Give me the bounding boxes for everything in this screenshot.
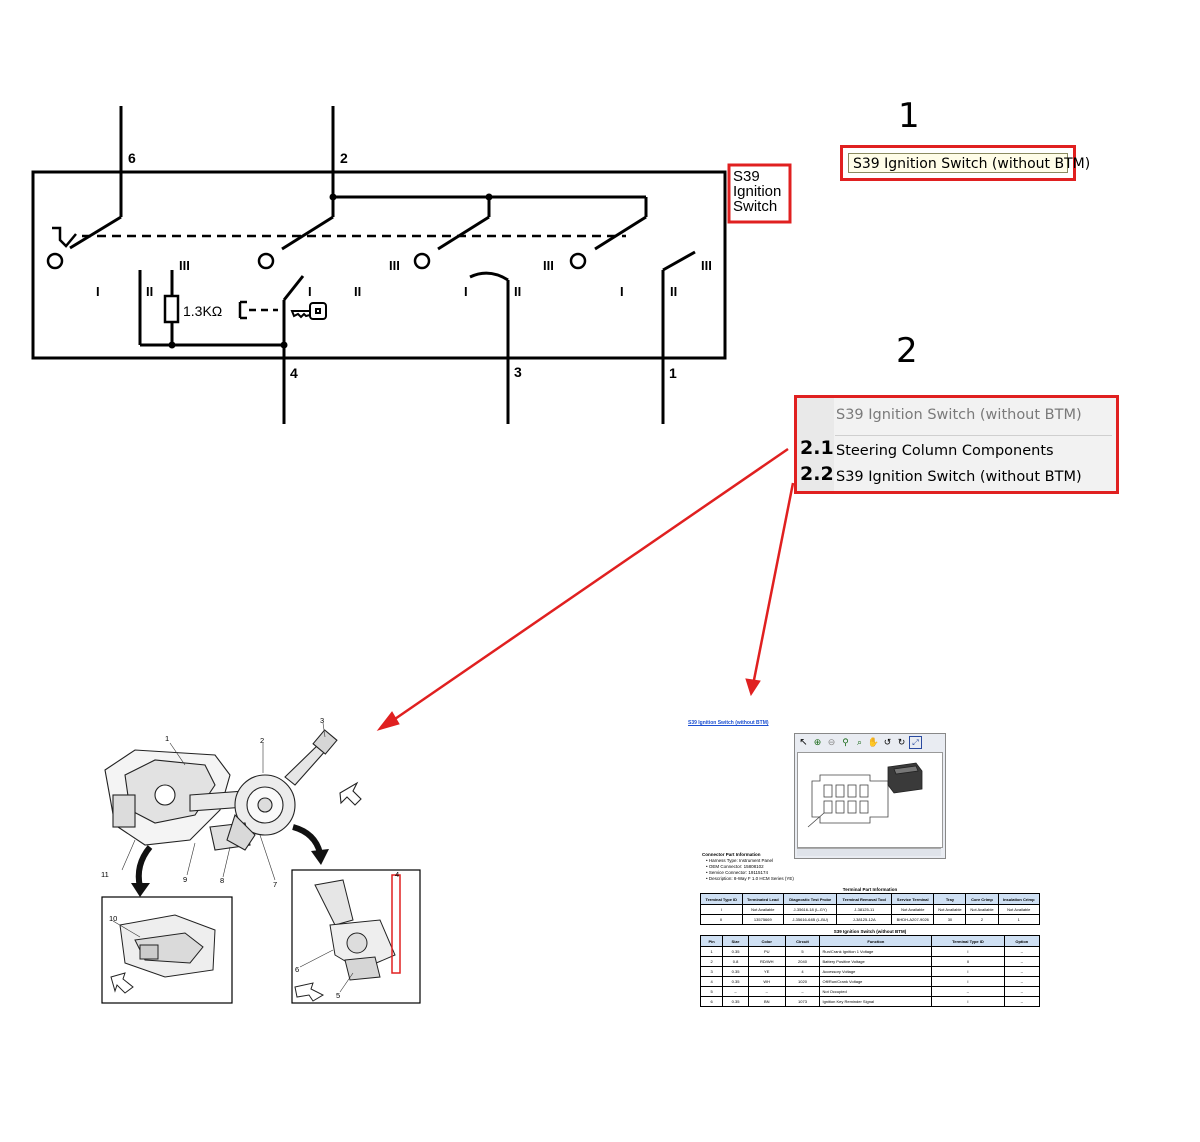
svg-text:S39: S39: [733, 168, 760, 185]
svg-text:II: II: [670, 284, 677, 299]
rotate-left-icon[interactable]: ↺: [883, 737, 892, 747]
svg-text:I: I: [620, 284, 624, 299]
switch-body-outline: [31, 170, 727, 360]
context-menu-header: S39 Ignition Switch (without BTM): [836, 407, 1082, 423]
document-title-link[interactable]: S39 Ignition Switch (without BTM): [688, 720, 769, 726]
svg-text:III: III: [389, 258, 400, 273]
connector-image: [797, 752, 943, 848]
zoom-out-icon[interactable]: ⊖: [827, 737, 836, 747]
connector-document: S39 Ignition Switch (without BTM) ↖ ⊕ ⊖ …: [686, 716, 1056, 1026]
connector-viewer: ↖ ⊕ ⊖ ⚲ ⌕ ✋ ↺ ↻ ⤢: [794, 733, 946, 859]
position-mark-II: II: [146, 284, 153, 299]
viewer-scrollbar[interactable]: [797, 848, 941, 856]
zoom-area-icon[interactable]: ⌕: [856, 737, 863, 747]
terminal-part-table: Terminal Part Information Terminal Type …: [700, 887, 1040, 925]
part-info-title: Connector Part Information: [702, 852, 761, 857]
resistor-symbol: [163, 294, 180, 324]
pin-label-6: 6: [128, 150, 136, 166]
part-info-item: • Description: 8-Way F 1.0 HCM Series (Y…: [706, 876, 794, 881]
menu-separator: [835, 435, 1112, 436]
step-number-1: 1: [898, 96, 920, 136]
table-row: 5–––Not Occupied––: [699, 986, 1041, 997]
part-info-list: • Harness Type: Instrument Panel • OEM C…: [706, 858, 794, 882]
callout-2: 2: [260, 736, 264, 745]
callout-11: 11: [101, 870, 109, 879]
table-row: II 13575669 J-35616-64B (L-BU) J-38125-1…: [700, 914, 1040, 925]
callout-8: 8: [220, 876, 224, 885]
svg-text:I: I: [308, 284, 312, 299]
pin-label-3: 3: [514, 364, 522, 380]
table-header-row: Pin Size Color Circuit Function Terminal…: [699, 935, 1041, 947]
pin-label-2: 2: [340, 150, 348, 166]
callout-4: 4: [395, 870, 399, 879]
key-icon: [290, 302, 327, 320]
pin-table-title: S39 Ignition Switch (without BTM): [833, 929, 907, 934]
steering-column-illustration: 1 2 3 4 5 6 7 8 9 10 11: [101, 716, 421, 1004]
position-mark-III: III: [179, 258, 190, 273]
component-label-highlight: [727, 163, 792, 224]
fullscreen-icon[interactable]: ⤢: [909, 736, 922, 749]
context-menu: S39 Ignition Switch (without BTM) 2.1 St…: [794, 395, 1119, 494]
part-info-item: • Harness Type: Instrument Panel: [706, 858, 774, 863]
rotate-right-icon[interactable]: ↻: [897, 737, 906, 747]
svg-text:II: II: [514, 284, 521, 299]
pointer-icon[interactable]: ↖: [799, 737, 808, 748]
callout-6: 6: [295, 965, 299, 974]
svg-text:I: I: [464, 284, 468, 299]
pin-label-1: 1: [669, 365, 677, 381]
menu-item-number-2-1: 2.1: [800, 437, 834, 459]
resistor-value-label: 1.3KΩ: [183, 303, 222, 319]
component-tooltip[interactable]: S39 Ignition Switch (without BTM): [840, 145, 1090, 181]
menu-item-number-2-2: 2.2: [800, 463, 834, 485]
callout-10: 10: [109, 914, 117, 923]
svg-text:Switch: Switch: [733, 198, 777, 215]
svg-text:Ignition: Ignition: [733, 183, 781, 200]
viewer-toolbar: ↖ ⊕ ⊖ ⚲ ⌕ ✋ ↺ ↻ ⤢: [797, 736, 922, 750]
svg-text:III: III: [701, 258, 712, 273]
pin-label-4: 4: [290, 365, 298, 381]
callout-1: 1: [165, 734, 169, 743]
component-label: S39 Ignition Switch: [733, 168, 781, 215]
menu-item-ignition-switch[interactable]: S39 Ignition Switch (without BTM): [836, 469, 1082, 485]
callout-5: 5: [336, 991, 340, 1000]
callout-7: 7: [273, 880, 277, 889]
position-mark-I: I: [96, 284, 100, 299]
menu-item-steering-column-components[interactable]: Steering Column Components: [836, 443, 1054, 459]
svg-text:III: III: [543, 258, 554, 273]
pan-icon[interactable]: ✋: [867, 737, 880, 747]
step-number-2: 2: [896, 331, 918, 371]
part-info-item: • Service Connector: 19115174: [706, 870, 769, 875]
zoom-in-icon[interactable]: ⊕: [813, 737, 822, 747]
ignition-switch-schematic: I II III I II III I II III I II III 6 2 …: [31, 106, 792, 424]
terminal-table-title: Terminal Part Information: [842, 887, 898, 892]
table-header-row: Terminal Type ID Terminated Lead Diagnos…: [700, 893, 1040, 905]
tooltip-text: S39 Ignition Switch (without BTM): [848, 153, 1090, 173]
table-row: I Not Available J-35616-18 (L-GY) J-3812…: [700, 904, 1040, 915]
zoom-fit-icon[interactable]: ⚲: [842, 737, 849, 747]
part-info-item: • OEM Connector: 15808102: [706, 864, 764, 869]
svg-text:II: II: [354, 284, 361, 299]
pin-function-table: S39 Ignition Switch (without BTM) Pin Si…: [699, 929, 1041, 1007]
callout-3: 3: [320, 716, 324, 725]
callout-9: 9: [183, 875, 187, 884]
